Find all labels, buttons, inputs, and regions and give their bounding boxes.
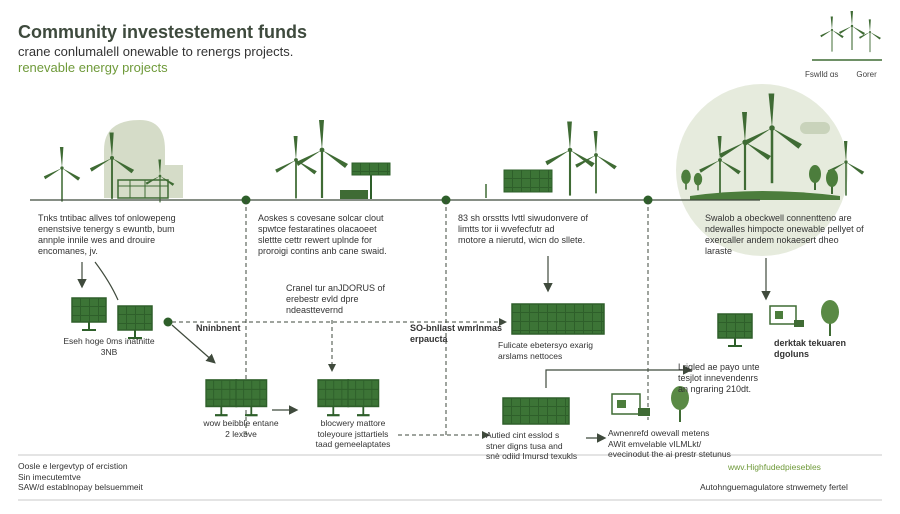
- text-block-2: Aoskes s covesane solcar clout spwtce fe…: [258, 213, 387, 256]
- text-nninbnent: Nninbnent: [196, 323, 241, 333]
- footer-left: Oosle e lergevtyp of ercistion Sin imecu…: [18, 461, 143, 492]
- wind-turbine-icon: [574, 130, 618, 195]
- text-eseh: Eseh hoge 0ms inatnitte 3NB: [63, 336, 155, 357]
- logo-caption-left: Fswlld ɑs: [805, 70, 839, 79]
- text-fulicate: Fulicate ebetersyo exarig arslams nettoc…: [498, 340, 593, 361]
- text-block-3: 83 sh orsstts lvttl siwudonvere of limtt…: [458, 213, 589, 245]
- solar-panel-icon: [71, 297, 107, 331]
- text-block-4: Swalob a obeckwell connentteno are ndewa…: [705, 213, 864, 256]
- wind-turbine-icon: [43, 146, 81, 203]
- page-subtitle: crane conlumalell onewable to renergs pr…: [18, 44, 294, 59]
- tree-icon: [671, 386, 689, 422]
- logo-caption-right: Gorer: [856, 70, 877, 79]
- solar-array-icon: [204, 378, 268, 417]
- text-awnenr: Awnenrefd owevall metens AWit emvelable …: [608, 428, 731, 459]
- text-wow: wow beibble entane 2 lexbve: [203, 418, 279, 439]
- wind-turbine-icon: [294, 118, 350, 200]
- building-icon: [104, 120, 183, 199]
- solar-panel-icon: [117, 305, 153, 339]
- text-sod: SO-bnllast wmrlnmas erpaucta: [410, 323, 503, 344]
- text-autied: Autied cint esslod s stner digns tusa an…: [486, 430, 578, 461]
- footer-right-note: Autohnguemagulatore stnwemety fertel: [700, 482, 848, 492]
- brand-logo-icon: [812, 10, 882, 61]
- monitor-icon: [611, 393, 650, 416]
- solar-array-icon: [511, 303, 605, 335]
- footer-right-link[interactable]: wwv.Highfudedpiesebles: [728, 462, 821, 472]
- solar-panel-icon: [717, 313, 753, 347]
- logo-caption: Fswlld ɑs Gorer: [805, 70, 877, 79]
- solar-array-icon: [316, 378, 380, 417]
- text-blocwery: blocwery mattore toleyoure jsttartiels t…: [315, 418, 391, 449]
- text-trigled: Lrigled ae payo unte tesjlot innevendenr…: [678, 362, 760, 394]
- text-derktak: derktak tekuaren dgoluns: [774, 338, 847, 359]
- wind-turbine-icon: [274, 135, 318, 200]
- solar-panel-icon: [503, 169, 553, 193]
- page-subtitle-secondary: renevable energy projects: [18, 60, 168, 75]
- monitor-icon: [769, 305, 804, 327]
- solar-panel-icon: [351, 162, 391, 199]
- text-block-1: Tnks tntibac allves tof onlowepeng enens…: [38, 213, 176, 256]
- text-crane: Cranel tur anJDORUS of erebestr evld dpr…: [286, 283, 386, 315]
- solar-array-icon: [502, 397, 570, 425]
- tree-icon: [821, 300, 839, 336]
- page-title: Community investestement funds: [18, 22, 308, 42]
- wind-turbine-icon: [544, 120, 596, 197]
